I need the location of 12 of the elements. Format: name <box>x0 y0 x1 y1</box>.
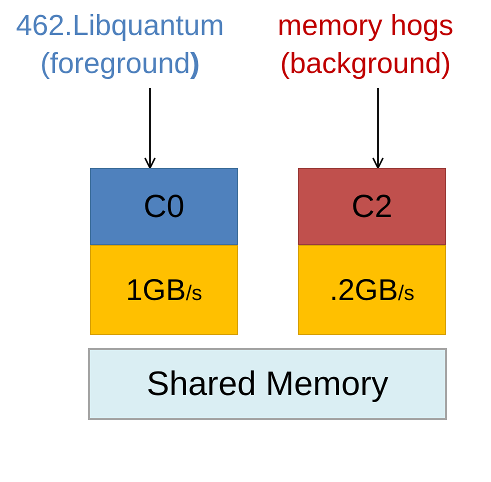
bandwidth-box <box>298 245 446 335</box>
core-label: C0 <box>144 186 184 226</box>
core-box <box>90 168 238 245</box>
heading-label: 462.Libquantum (foreground) <box>15 9 225 82</box>
heading-label: memory hogs (background) <box>276 9 454 82</box>
core-label: C2 <box>352 186 392 226</box>
bandwidth-box <box>90 245 238 335</box>
arrow <box>144 88 156 169</box>
memory-label: Shared Memory <box>146 364 388 405</box>
arrow <box>372 88 384 169</box>
memory-box <box>88 348 447 420</box>
core-box <box>298 168 446 245</box>
